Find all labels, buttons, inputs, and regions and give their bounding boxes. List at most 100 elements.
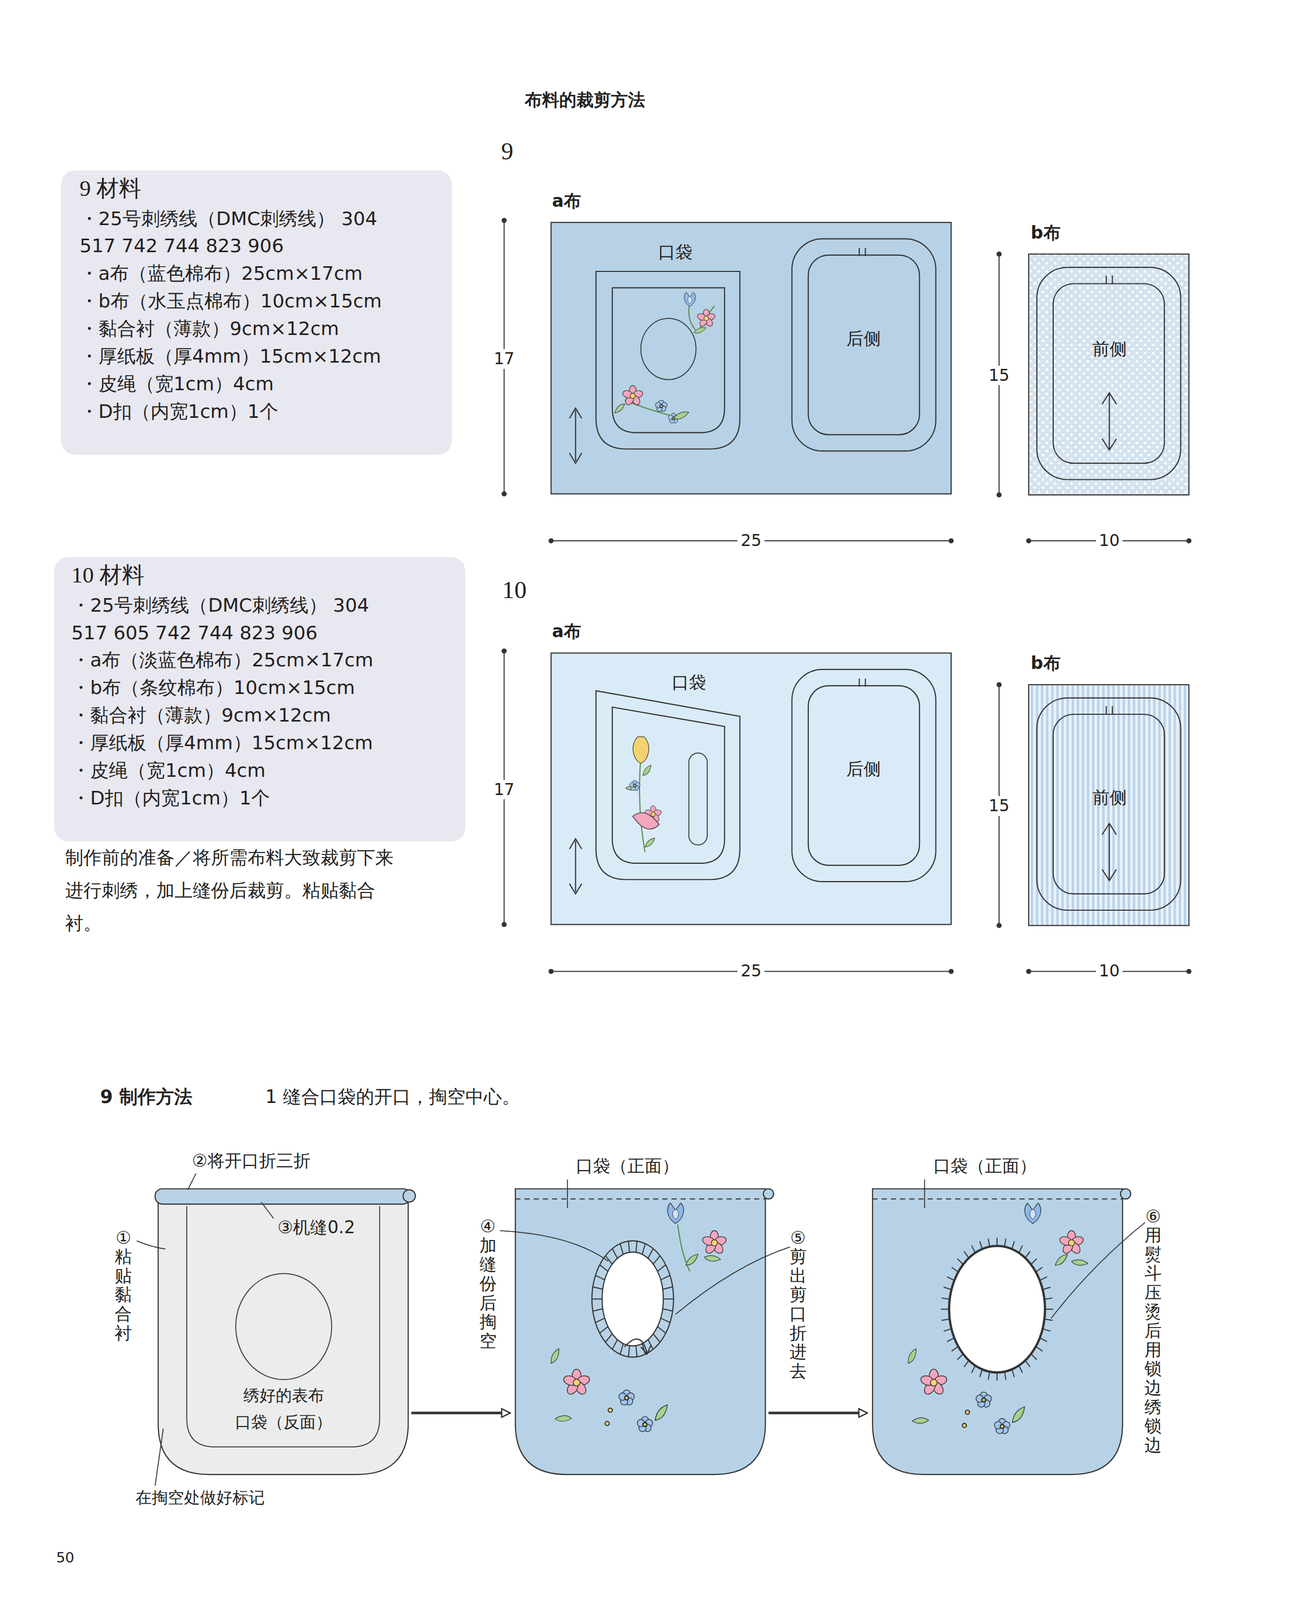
pocket-step: 口袋（正面） <box>872 1188 1123 1475</box>
pocket-finished <box>1036 1267 1043 1273</box>
piece-label: a布 <box>551 621 581 643</box>
pocket-finished <box>1042 1328 1051 1332</box>
leader-lines <box>261 1202 274 1219</box>
fabric-b-9 <box>1106 275 1113 285</box>
pocket-cut <box>660 1318 671 1324</box>
piece-label: a布 <box>551 190 581 212</box>
material-item: ・皮绳（宽1cm）4cm <box>79 370 274 399</box>
pocket-cut <box>683 1254 701 1267</box>
pocket-cut <box>599 1326 609 1334</box>
fabric-b-10 <box>1053 714 1165 895</box>
leader-lines <box>675 1247 790 1315</box>
pocket-finished <box>1024 1203 1041 1224</box>
dimension-lines <box>996 252 1002 257</box>
dimension-lines <box>1026 538 1031 544</box>
pocket-finished <box>971 1246 976 1254</box>
dimension-lines <box>996 493 1002 498</box>
dimension-lines <box>1186 538 1191 544</box>
pocket-finished <box>962 1423 967 1428</box>
dimension-label: 17 <box>490 349 519 369</box>
fabric-b-9 <box>1053 283 1165 464</box>
pocket-finished <box>976 1392 992 1408</box>
pocket-cut <box>703 1251 721 1266</box>
pocket-finished <box>996 1238 998 1247</box>
material-box: 10 材料・25号刺绣线（DMC刺绣线） 304 517 605 742 744… <box>54 557 466 842</box>
fabric-a-10 <box>859 678 866 687</box>
fabric-a-10 <box>688 753 708 845</box>
fabric-panel: 前侧b布 <box>1028 254 1189 496</box>
back-piece: 后侧 <box>792 238 937 451</box>
pocket-cut <box>637 1417 654 1433</box>
pocket-finished <box>988 1238 990 1247</box>
pocket-cut <box>515 1198 766 1200</box>
pocket-cut <box>601 1252 663 1347</box>
fabric-panel: 口袋后侧a布 <box>550 222 952 495</box>
fabric-a-9 <box>550 222 952 495</box>
fabric-a-10 <box>612 707 725 864</box>
fabric-a-10 <box>550 653 952 925</box>
material-item: ・b布（条纹棉布）10cm×15cm <box>71 674 355 703</box>
pocket-finished <box>1052 1254 1070 1267</box>
dimension-label: 10 <box>1096 531 1124 551</box>
leader-lines <box>567 1179 569 1209</box>
fabric-a-9 <box>550 222 952 495</box>
material-item: ・厚纸板（厚4mm）15cm×12cm <box>79 342 382 371</box>
dimension-lines <box>949 538 954 544</box>
pocket-cut <box>592 1298 603 1300</box>
dimension-lines <box>1026 969 1031 975</box>
pocket-cut <box>662 1309 673 1312</box>
fabric-a-9 <box>655 400 668 412</box>
note-label: 9 制作方法 <box>100 1086 193 1108</box>
pocket-finished <box>1039 1338 1048 1342</box>
piece-label: 前侧 <box>1092 787 1127 809</box>
pocket-finished <box>1008 1407 1029 1424</box>
note-label: 9 <box>500 136 514 166</box>
pocket-reverse <box>402 1190 415 1203</box>
pocket-reverse <box>155 1189 416 1475</box>
pocket-finished <box>1030 1354 1037 1361</box>
material-item: ・皮绳（宽1cm）4cm <box>71 757 266 785</box>
material-item: ・厚纸板（厚4mm）15cm×12cm <box>71 729 374 758</box>
dimension-lines <box>548 538 553 544</box>
pocket-finished <box>949 1246 1045 1373</box>
pocket-cut <box>660 1275 671 1281</box>
pocket-cut <box>642 1244 646 1255</box>
fabric-a-9 <box>673 411 689 420</box>
note-label: 在掏空处做好标记 <box>135 1488 265 1509</box>
pocket-finished <box>1025 1360 1030 1368</box>
pocket-cut <box>635 1346 637 1358</box>
material-item: ・a布（淡蓝色棉布）25cm×17cm <box>71 646 374 675</box>
dimension-lines <box>1186 969 1191 975</box>
note-label: ④加缝份后掏空 <box>478 1217 497 1351</box>
pocket-finished <box>1044 1309 1054 1311</box>
material-item: ・25号刺绣线（DMC刺绣线） 304 517 605 742 744 823 … <box>71 592 383 648</box>
dimension-label: 25 <box>737 961 765 982</box>
pocket-cut <box>651 1405 672 1422</box>
pocket-reverse <box>186 1206 380 1448</box>
pocket-cut <box>635 1241 637 1253</box>
pocket-cut <box>701 1230 728 1256</box>
pocket-finished <box>943 1287 952 1290</box>
pocket-cut <box>605 1421 610 1426</box>
pocket-step: 口袋（正面） <box>515 1188 766 1475</box>
pocket-finished <box>941 1298 950 1300</box>
pocket-cut <box>608 1408 613 1413</box>
pocket-cut <box>657 1265 667 1273</box>
material-heading: 10 材料 <box>71 559 145 593</box>
fabric-panel: 口袋后侧a布 <box>550 653 952 925</box>
pocket-finished <box>1039 1277 1048 1282</box>
pocket-cut <box>657 1326 667 1334</box>
leader-lines <box>1051 1222 1145 1319</box>
fabric-a-9 <box>612 403 627 414</box>
note-label: ⑥用熨斗压烫后用锁边绣锁边 <box>1144 1207 1162 1456</box>
pocket-finished <box>957 1259 964 1265</box>
fabric-a-10 <box>808 685 920 866</box>
pocket-finished <box>996 1372 998 1382</box>
leader-lines <box>187 1173 196 1190</box>
front-piece: 前侧 <box>1036 267 1181 480</box>
note-label: ②将开口折三折 <box>191 1150 311 1172</box>
pocket-finished <box>1012 1369 1015 1378</box>
fabric-a-9 <box>808 255 920 436</box>
fabric-a-9 <box>596 271 741 450</box>
fabric-a-9 <box>569 408 582 464</box>
